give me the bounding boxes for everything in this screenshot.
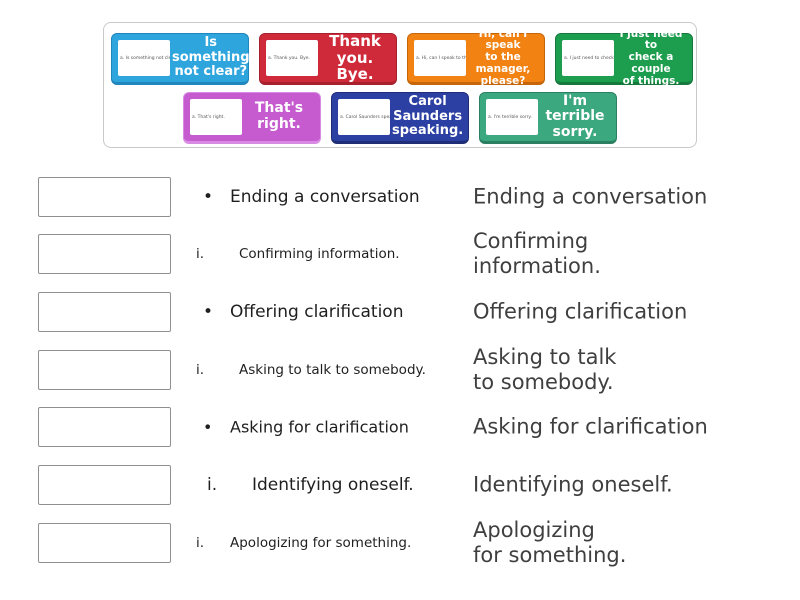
match-row: i. Asking to talk to somebody. Asking to… <box>0 345 800 394</box>
card-label: I just need to check a couple of things. <box>619 27 683 87</box>
match-answer: Ending a conversation <box>473 184 708 209</box>
card-label: I'm terrible sorry. <box>545 92 605 140</box>
list-marker: • <box>203 187 214 207</box>
list-marker: • <box>203 302 214 322</box>
answer-card[interactable]: a. I just need to check a couple of thin… <box>555 28 693 86</box>
card-label: Is something not clear? <box>172 35 250 80</box>
answer-card[interactable]: a. I'm terrible sorry. I'm terrible sorr… <box>479 92 617 144</box>
card-label: Carol Saunders speaking. <box>392 94 464 139</box>
answer-card[interactable]: a. Hi, can I speak to the manager, pleas… <box>407 28 545 86</box>
match-prompt: Confirming information. <box>239 246 400 262</box>
match-answer: Apologizing for something. <box>473 518 627 567</box>
match-row: i. Apologizing for something. Apologizin… <box>0 518 800 567</box>
drop-box[interactable] <box>38 465 171 505</box>
match-prompt: Apologizing for something. <box>230 535 412 551</box>
card-mini-preview: a. Carol Saunders speaking. <box>338 99 390 135</box>
card-mini-preview: a. That's right. <box>190 99 242 135</box>
match-row: • Offering clarification Offering clarif… <box>0 292 800 332</box>
card-mini-preview: a. Hi, can I speak to the manager, pleas… <box>414 40 466 76</box>
match-row: i. Identifying oneself. Identifying ones… <box>0 465 800 505</box>
answer-card[interactable]: a. That's right. That's right. <box>183 92 321 144</box>
list-marker: i. <box>196 362 205 378</box>
card-label: That's right. <box>254 100 304 132</box>
match-answer: Identifying oneself. <box>473 472 673 497</box>
answer-bank-row-2: a. That's right. That's right. a. Carol … <box>104 92 696 144</box>
match-answer: Asking for clarification <box>473 414 708 439</box>
drop-box[interactable] <box>38 523 171 563</box>
answer-card[interactable]: a. Thank you. Bye. Thank you. Bye. <box>259 31 397 85</box>
match-row: • Ending a conversation Ending a convers… <box>0 177 800 217</box>
answer-card[interactable]: a. Carol Saunders speaking. Carol Saunde… <box>331 92 469 144</box>
drop-box[interactable] <box>38 292 171 332</box>
card-mini-preview: a. I just need to check a couple of thin… <box>562 40 614 76</box>
match-answer: Asking to talk to somebody. <box>473 345 617 394</box>
list-marker: i. <box>207 475 218 495</box>
list-marker: i. <box>196 535 205 551</box>
drop-box[interactable] <box>38 234 171 274</box>
card-mini-preview: a. Thank you. Bye. <box>266 40 318 76</box>
match-row: • Asking for clarification Asking for cl… <box>0 407 800 447</box>
match-answer: Confirming information. <box>473 229 601 278</box>
card-mini-preview: a. I'm terrible sorry. <box>486 99 538 135</box>
drop-box[interactable] <box>38 407 171 447</box>
answer-card[interactable]: a. Is something not clear? Is something … <box>111 33 250 85</box>
match-row: i. Confirming information. Confirming in… <box>0 229 800 278</box>
card-label: Hi, can I speak to the manager, please? <box>475 27 531 87</box>
card-mini-preview: a. Is something not clear? <box>118 40 170 76</box>
drop-box[interactable] <box>38 350 171 390</box>
match-prompt: Asking for clarification <box>230 417 409 437</box>
match-prompt: Asking to talk to somebody. <box>239 362 426 378</box>
match-prompt: Identifying oneself. <box>252 475 414 495</box>
card-label: Thank you. Bye. <box>329 31 381 84</box>
answer-bank-panel: a. Is something not clear? Is something … <box>103 22 697 148</box>
list-marker: • <box>203 417 213 437</box>
list-marker: i. <box>196 246 205 262</box>
drop-box[interactable] <box>38 177 171 217</box>
match-answer: Offering clarification <box>473 299 688 324</box>
match-prompt: Ending a conversation <box>230 187 420 207</box>
match-prompt: Offering clarification <box>230 302 404 322</box>
answer-bank-row-1: a. Is something not clear? Is something … <box>111 28 696 86</box>
